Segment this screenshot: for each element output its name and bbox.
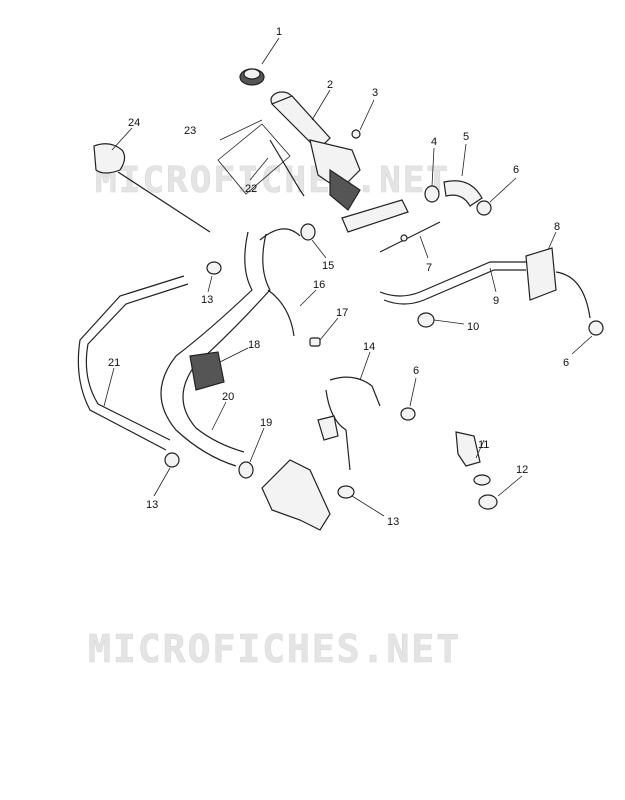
watermark-bottom: MICROFICHES.NET bbox=[88, 627, 461, 671]
callout-11: 11 bbox=[478, 439, 489, 451]
vent-tee-part bbox=[400, 234, 408, 242]
valve-assembly-part bbox=[261, 459, 331, 531]
callout-23: 23 bbox=[184, 125, 196, 137]
clamp-part bbox=[206, 261, 222, 275]
fitting-part bbox=[351, 129, 361, 139]
leader-lines bbox=[103, 37, 593, 517]
callout-21: 21 bbox=[108, 357, 120, 369]
callout-1: 1 bbox=[276, 26, 282, 38]
callout-labels: 1 2 3 4 5 6 7 8 9 10 11 12 13 14 15 16 1… bbox=[108, 26, 569, 528]
clamp-part bbox=[400, 407, 416, 421]
callout-3: 3 bbox=[372, 87, 378, 99]
callout-9: 9 bbox=[493, 295, 499, 307]
filler-neck-part bbox=[270, 91, 361, 211]
clamp-part bbox=[588, 320, 604, 336]
clamp-part bbox=[476, 200, 492, 216]
vent-rod-part bbox=[269, 139, 305, 197]
vent-hose-part bbox=[383, 269, 526, 305]
clamp-part bbox=[424, 185, 440, 203]
clamp-part bbox=[164, 452, 180, 468]
callout-15: 15 bbox=[322, 260, 334, 272]
callout-8: 8 bbox=[554, 221, 560, 233]
callout-6: 6 bbox=[513, 164, 519, 176]
main-hose-part bbox=[160, 231, 253, 467]
callout-13c: 13 bbox=[387, 516, 399, 528]
clamp-part bbox=[300, 223, 316, 241]
watermark-top: MICROFICHES.NET bbox=[95, 160, 450, 201]
callout-19: 19 bbox=[260, 417, 272, 429]
funnel-strap-part bbox=[93, 143, 211, 233]
vent-line-part bbox=[379, 221, 441, 253]
housing-part bbox=[455, 431, 481, 467]
callout-16: 16 bbox=[313, 279, 325, 291]
callout-20: 20 bbox=[222, 391, 234, 403]
sleeve-part bbox=[189, 351, 225, 391]
long-hose-part bbox=[85, 283, 189, 441]
upper-hose-part bbox=[259, 228, 301, 241]
o-ring-part bbox=[473, 474, 491, 486]
long-hose-part bbox=[77, 275, 185, 451]
plug-part bbox=[309, 337, 321, 347]
callout-12: 12 bbox=[516, 464, 528, 476]
callout-2: 2 bbox=[327, 79, 333, 91]
callout-6b: 6 bbox=[563, 357, 569, 369]
callout-6c: 6 bbox=[413, 365, 419, 377]
callout-5: 5 bbox=[463, 131, 469, 143]
callout-4: 4 bbox=[431, 136, 437, 148]
callout-17: 17 bbox=[336, 307, 348, 319]
callout-10: 10 bbox=[467, 321, 479, 333]
tube-part bbox=[341, 199, 409, 233]
small-hose-part bbox=[267, 289, 295, 337]
canister-part bbox=[525, 247, 557, 301]
callout-14: 14 bbox=[363, 341, 375, 353]
canister-outlet-hose bbox=[555, 271, 591, 319]
clamp-part bbox=[337, 485, 355, 499]
clamp-part bbox=[238, 461, 254, 479]
callout-13: 13 bbox=[201, 294, 213, 306]
callout-bracket-23 bbox=[217, 123, 291, 195]
callout-18: 18 bbox=[248, 339, 260, 351]
callout-7: 7 bbox=[426, 262, 432, 274]
callout-24: 24 bbox=[128, 117, 140, 129]
clamp-part bbox=[417, 312, 435, 328]
callout-13b: 13 bbox=[146, 499, 158, 511]
vent-hose-part bbox=[379, 261, 526, 297]
hose-fitting-part bbox=[317, 415, 339, 441]
filler-cap-part bbox=[239, 68, 265, 86]
elbow-hose-part bbox=[443, 180, 483, 207]
drain-plug-part bbox=[478, 494, 498, 510]
